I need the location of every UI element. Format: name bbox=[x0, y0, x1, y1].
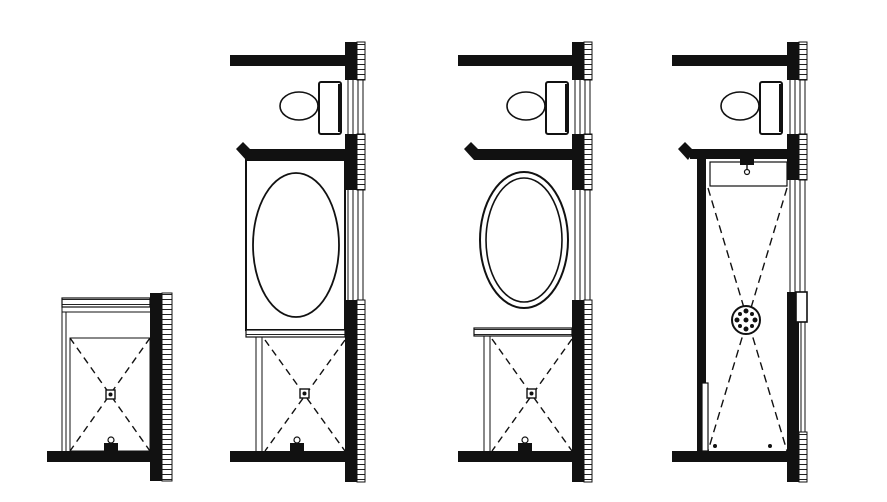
wall-segment bbox=[345, 300, 357, 482]
wall-masonry bbox=[583, 299, 593, 483]
window bbox=[800, 322, 806, 432]
shower-side-wall bbox=[697, 159, 706, 451]
toilet-icon bbox=[506, 81, 569, 135]
wall-segment bbox=[787, 134, 799, 180]
window bbox=[574, 80, 591, 134]
wall-segment bbox=[787, 42, 799, 80]
plan-4 bbox=[672, 41, 808, 483]
top-wall bbox=[458, 55, 572, 66]
window-sill bbox=[795, 291, 808, 323]
wall-segment bbox=[345, 42, 357, 80]
window bbox=[347, 80, 364, 134]
window bbox=[574, 190, 591, 300]
wall-masonry bbox=[356, 133, 366, 191]
wall-masonry bbox=[356, 299, 366, 483]
window bbox=[789, 80, 806, 134]
bottom-wall bbox=[47, 451, 150, 462]
bottom-wall bbox=[672, 451, 787, 462]
top-wall bbox=[230, 55, 345, 66]
exterior-wall bbox=[150, 293, 162, 481]
wall-segment bbox=[787, 292, 799, 482]
wall-masonry bbox=[583, 133, 593, 191]
shower-valve-icon bbox=[290, 436, 304, 451]
shower-ledge bbox=[61, 297, 151, 308]
floor-drain-icon bbox=[713, 444, 772, 448]
shower-valve-icon bbox=[740, 159, 754, 176]
freestanding-tub-icon bbox=[479, 171, 569, 309]
slope-line bbox=[264, 339, 346, 452]
plan-1 bbox=[47, 292, 173, 482]
window bbox=[789, 180, 806, 292]
wall-masonry bbox=[356, 41, 366, 81]
plan-2 bbox=[230, 41, 366, 483]
multi-jet-drain-icon bbox=[731, 305, 761, 335]
exterior-wall-masonry bbox=[161, 292, 173, 482]
bottom-wall bbox=[458, 451, 572, 462]
wall-segment bbox=[572, 42, 584, 80]
wall-end bbox=[464, 142, 480, 160]
shower-ledge bbox=[245, 329, 346, 338]
glass-door bbox=[701, 382, 709, 452]
partition-wall bbox=[474, 149, 572, 160]
wall-end bbox=[678, 142, 694, 160]
shower-valve-icon bbox=[104, 436, 118, 451]
top-wall bbox=[672, 55, 787, 66]
plan-3 bbox=[458, 41, 593, 483]
toilet-icon bbox=[279, 81, 342, 135]
slope-line bbox=[491, 338, 573, 452]
wall-masonry bbox=[798, 133, 808, 181]
wall-masonry bbox=[798, 431, 808, 483]
window bbox=[347, 190, 364, 300]
shower-ledge bbox=[473, 327, 573, 337]
wall-masonry bbox=[798, 41, 808, 81]
wall-segment bbox=[572, 300, 584, 482]
slope-line bbox=[491, 338, 573, 452]
wall-end bbox=[236, 142, 252, 160]
wall-segment bbox=[572, 134, 584, 190]
wall-segment bbox=[345, 134, 357, 190]
shower-valve-icon bbox=[518, 436, 532, 451]
partition-wall bbox=[690, 149, 787, 159]
slope-line bbox=[264, 339, 346, 452]
wall-masonry bbox=[583, 41, 593, 81]
toilet-icon bbox=[720, 81, 783, 135]
oval-tub-icon bbox=[252, 172, 340, 318]
partition-wall bbox=[246, 149, 345, 160]
bottom-wall bbox=[230, 451, 345, 462]
